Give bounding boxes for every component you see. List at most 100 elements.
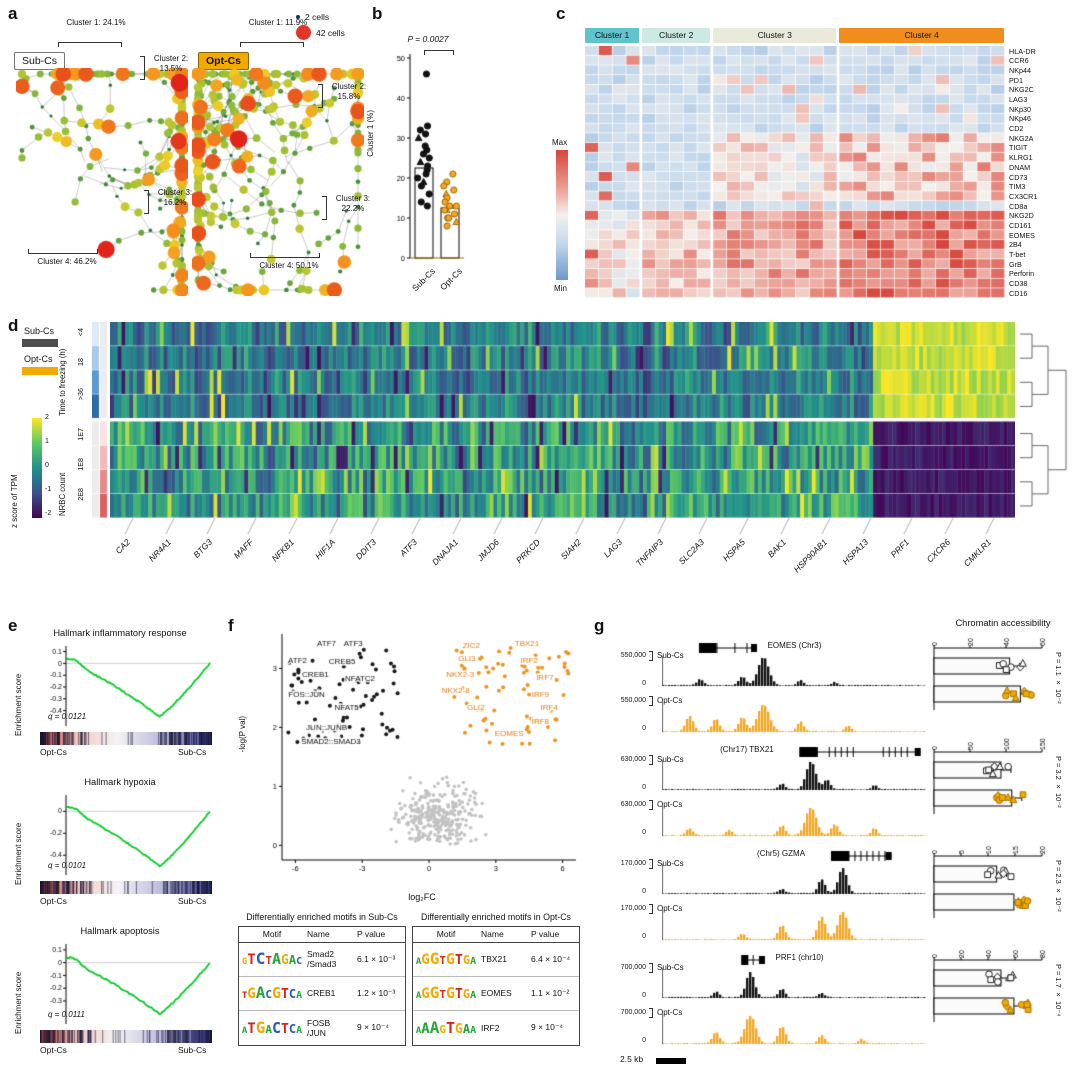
g-axis-bracket bbox=[649, 651, 653, 661]
g-axis-bracket bbox=[649, 904, 653, 914]
logo-letter: A bbox=[296, 990, 303, 1002]
motif-p-value: 6.1 × 10⁻³ bbox=[357, 953, 396, 964]
logo-letter: G bbox=[429, 949, 440, 969]
legend-min-dot bbox=[296, 15, 300, 19]
motif-col-header: Name bbox=[481, 929, 504, 940]
gsea-x-right-label: Sub-Cs bbox=[178, 896, 207, 906]
cluster-bracket bbox=[240, 42, 304, 47]
c-row-label: GrB bbox=[1009, 259, 1022, 269]
cluster-bracket bbox=[250, 253, 320, 258]
c-row-label: NKp44 bbox=[1009, 65, 1031, 75]
g-axis-bracket bbox=[649, 800, 653, 810]
g-axis-bracket bbox=[649, 859, 653, 869]
c-colorbar-max: Max bbox=[552, 138, 568, 147]
d-colorbar-tick: -1 bbox=[45, 486, 52, 493]
c-row-label: PD1 bbox=[1009, 75, 1023, 85]
g-zero-opt: 0 bbox=[642, 1037, 646, 1044]
logo-letter: G bbox=[241, 957, 248, 968]
d-colorbar-tick: -2 bbox=[45, 510, 52, 517]
logo-letter: A bbox=[470, 990, 477, 1002]
g-track-canvas bbox=[662, 744, 926, 840]
motif-table-block: Differentially enriched motifs in Opt-Cs… bbox=[412, 912, 580, 1046]
cluster-bracket bbox=[318, 84, 323, 108]
panel-c-label: c bbox=[556, 4, 566, 23]
c-row-label: CD2 bbox=[1009, 124, 1024, 134]
g-zero-sub: 0 bbox=[642, 680, 646, 687]
motif-col-header: Motif bbox=[262, 929, 282, 940]
d-legend-sub-bar bbox=[22, 339, 58, 347]
g-ymax-sub: 630,000 bbox=[620, 756, 646, 763]
d-annotation-value: >36 bbox=[76, 388, 85, 401]
gsea-q-value: q = 0.0101 bbox=[48, 861, 87, 870]
motif-logo: ATGACTCA bbox=[239, 1017, 305, 1037]
logo-letter: T bbox=[281, 987, 289, 1003]
motif-col-header: Motif bbox=[436, 929, 456, 940]
logo-letter: T bbox=[265, 954, 272, 968]
cluster-pct-label: Cluster 3: 16.2% bbox=[157, 188, 193, 207]
gene-connector-canvas bbox=[110, 518, 1015, 534]
cluster-tree-canvas-opt bbox=[192, 68, 364, 296]
logo-letter: G bbox=[255, 1017, 266, 1037]
g-accessibility-bars-canvas bbox=[930, 946, 1050, 1046]
motif-logo: AGGTGTGA bbox=[413, 949, 479, 969]
motif-col-header: P value bbox=[531, 929, 560, 940]
motif-logo: AAAGTGAA bbox=[413, 1019, 479, 1037]
c-row-label: NKG2C bbox=[1009, 85, 1034, 95]
panel-d-label: d bbox=[8, 316, 19, 335]
motif-table-title: Differentially enriched motifs in Opt-Cs bbox=[421, 912, 571, 922]
motif-logo: GTCTAGAC bbox=[239, 950, 305, 969]
motif-p-value: 1.1 × 10⁻² bbox=[531, 987, 570, 998]
logo-letter: G bbox=[439, 1022, 446, 1036]
c-colorbar-gradient bbox=[556, 150, 568, 280]
cluster-pct-label: Cluster 4: 46.2% bbox=[37, 257, 97, 266]
c-row-label: 2B4 bbox=[1009, 240, 1022, 250]
g-accessibility-bars-canvas bbox=[930, 842, 1050, 942]
logo-letter: T bbox=[281, 1021, 289, 1037]
volcano-plot-canvas bbox=[252, 628, 584, 888]
logo-letter: G bbox=[421, 986, 430, 1003]
logo-letter: A bbox=[415, 957, 422, 968]
gsea-barcode-canvas bbox=[40, 732, 212, 745]
motif-p-value: 1.2 × 10⁻³ bbox=[357, 987, 396, 998]
g-p-value: P = 1.1 × 10⁻² bbox=[1054, 652, 1063, 704]
panel-g-label: g bbox=[594, 616, 605, 635]
gsea-x-right-label: Sub-Cs bbox=[178, 1045, 207, 1055]
motif-name: FOSB /JUN bbox=[307, 1017, 331, 1038]
g-accessibility-bars-canvas bbox=[930, 738, 1050, 838]
motif-table-block: Differentially enriched motifs in Sub-Cs… bbox=[238, 912, 406, 1046]
g-axis-bracket bbox=[649, 755, 653, 765]
g-ymax-opt: 170,000 bbox=[620, 905, 646, 912]
g-zero-opt: 0 bbox=[642, 933, 646, 940]
legend-max-dot bbox=[296, 25, 311, 40]
logo-letter: A bbox=[296, 1024, 303, 1036]
d-annotation-title: NRBC count bbox=[58, 472, 67, 516]
logo-letter: G bbox=[421, 952, 430, 969]
c-row-label: HLA-DR bbox=[1009, 46, 1036, 56]
c-row-label: LAG3 bbox=[1009, 94, 1028, 104]
d-colorbar-tick: 1 bbox=[45, 438, 49, 445]
motif-name: IRF2 bbox=[481, 1022, 500, 1033]
c-row-label: EOMES bbox=[1009, 230, 1035, 240]
g-ymax-sub: 170,000 bbox=[620, 860, 646, 867]
logo-letter: G bbox=[281, 953, 289, 969]
motif-table-title: Differentially enriched motifs in Sub-Cs bbox=[246, 912, 398, 922]
cluster-bracket bbox=[140, 56, 145, 80]
motif-logo: TGACGTCA bbox=[239, 984, 305, 1003]
gsea-title: Hallmark hypoxia bbox=[84, 777, 156, 787]
g-axis-bracket bbox=[649, 696, 653, 706]
cluster-pct-label: Cluster 2: 13.5% bbox=[153, 54, 189, 73]
g-p-value: P = 2.3 × 10⁻² bbox=[1054, 860, 1063, 912]
cluster-bracket bbox=[322, 196, 327, 220]
logo-letter: C bbox=[288, 987, 297, 1002]
c-row-label: NKG2A bbox=[1009, 133, 1034, 143]
cluster-bracket bbox=[58, 42, 122, 47]
g-title: Chromatin accessibility bbox=[955, 618, 1051, 628]
cluster-pct-label: Cluster 3: 22.2% bbox=[335, 194, 371, 213]
motif-p-value: 6.4 × 10⁻⁴ bbox=[531, 953, 571, 964]
c-row-label: CD16 bbox=[1009, 288, 1028, 298]
